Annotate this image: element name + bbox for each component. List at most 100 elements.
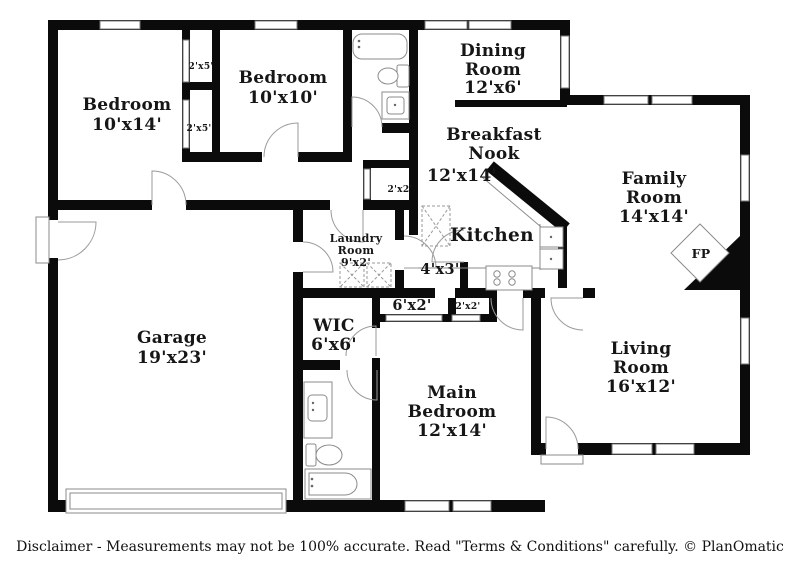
room-label-dining: Dining [460, 41, 526, 61]
window [99, 20, 141, 30]
door-swing [431, 229, 465, 263]
burner-icon [493, 278, 501, 286]
room-label-family: Room [626, 188, 682, 208]
bathtub-icon [308, 472, 358, 496]
wall-segment [298, 152, 345, 162]
closet-label: 2'x5' [187, 124, 212, 134]
linen-hall-label: 6'x2' [392, 297, 431, 314]
room-label-main-bedroom: Main [427, 383, 477, 403]
windows [99, 20, 750, 512]
window [404, 500, 450, 512]
washer-icon [339, 262, 365, 288]
door-swing [151, 170, 187, 206]
door-swing [550, 297, 584, 331]
dryer-icon [366, 262, 392, 288]
wall-segment [48, 200, 152, 210]
window [452, 500, 492, 512]
bathtub-icon [304, 468, 372, 500]
fireplace-box [670, 223, 730, 283]
room-label-main-bedroom: Bedroom [408, 402, 497, 422]
door-swing [330, 209, 364, 243]
window [651, 95, 693, 105]
wall-segment [48, 258, 58, 512]
room-label-kitchen: Kitchen [450, 225, 534, 246]
toilet-tank-icon [305, 443, 317, 467]
garage-door [65, 488, 287, 514]
door-swing [545, 416, 579, 450]
wall-segment [523, 288, 545, 298]
sliding-door [363, 168, 371, 200]
room-dims-wic: 6'x6' [311, 335, 357, 355]
kitchen-fixtures [418, 176, 564, 291]
room-label-dining: Room [465, 60, 521, 80]
wall-segment [455, 100, 567, 107]
wall-segment [363, 200, 412, 210]
room-dims-bedroom-2: 10'x10' [248, 88, 318, 108]
wall-segment [740, 95, 750, 455]
wall-segment [182, 152, 262, 162]
room-dims-family: 14'x14' [619, 207, 689, 227]
faucet-icon [311, 401, 315, 405]
toilet-bowl-icon [377, 67, 399, 85]
room-label-bedroom-1: Bedroom [83, 95, 172, 115]
window [560, 35, 570, 89]
burner-icon [493, 270, 501, 278]
wall-segment [182, 82, 220, 90]
wall-segment [537, 443, 546, 455]
disclaimer-text: Disclaimer - Measurements may not be 100… [16, 539, 784, 555]
wall-segment [395, 210, 404, 240]
faucet-icon [310, 477, 314, 481]
room-dims-laundry: 9'x2' [341, 256, 371, 269]
room-label-wic: WIC [312, 316, 354, 336]
garage-door-inner [69, 492, 283, 510]
faucet-icon [357, 45, 361, 49]
room-label-laundry: Laundry [330, 232, 383, 245]
closet-label: 2'x5' [189, 62, 214, 72]
wall-segment [295, 288, 435, 298]
window [655, 443, 695, 455]
drain-icon [549, 257, 553, 261]
wall-segment [375, 360, 380, 370]
door-swing [345, 325, 377, 357]
wall-segment [372, 370, 380, 500]
door-swing [351, 96, 383, 128]
wall-segment [382, 123, 418, 133]
door-step [540, 454, 584, 465]
room-label-living: Room [613, 358, 669, 378]
fireplace-label: FP [692, 246, 711, 261]
wall-segment [460, 262, 468, 288]
main-bathroom-fixtures [303, 381, 372, 500]
wall-segment [48, 20, 570, 30]
stove-icon [485, 265, 533, 291]
laundry-fixtures [339, 262, 392, 288]
wall-segment [583, 288, 595, 298]
room-label-laundry: Room [338, 244, 375, 257]
window [603, 95, 649, 105]
wall-segment [363, 160, 409, 168]
window [740, 317, 750, 365]
wall-segment [293, 210, 303, 242]
door-step [35, 216, 50, 264]
wall-segment [409, 123, 418, 235]
door-swing [490, 297, 524, 331]
sliding-door [385, 314, 443, 322]
window [468, 20, 512, 30]
pantry-icon [421, 205, 451, 247]
faucet-icon [311, 408, 315, 412]
hall-bathroom-fixtures [352, 33, 410, 120]
closet-door [182, 99, 190, 149]
door-swing [403, 235, 437, 269]
closet-label: 2'x2' [388, 185, 413, 195]
room-label-living: Living [611, 339, 672, 359]
room-dims-dining: 12'x6' [464, 78, 522, 98]
sink-icon [386, 96, 405, 115]
drain-icon [549, 235, 553, 239]
drain-icon [393, 103, 397, 107]
wall-segment [372, 298, 380, 328]
room-label-family: Family [622, 169, 688, 189]
kitchen-bar-wall [486, 161, 570, 233]
room-dims-living: 16'x12' [606, 377, 676, 397]
wall-segment [212, 30, 220, 162]
